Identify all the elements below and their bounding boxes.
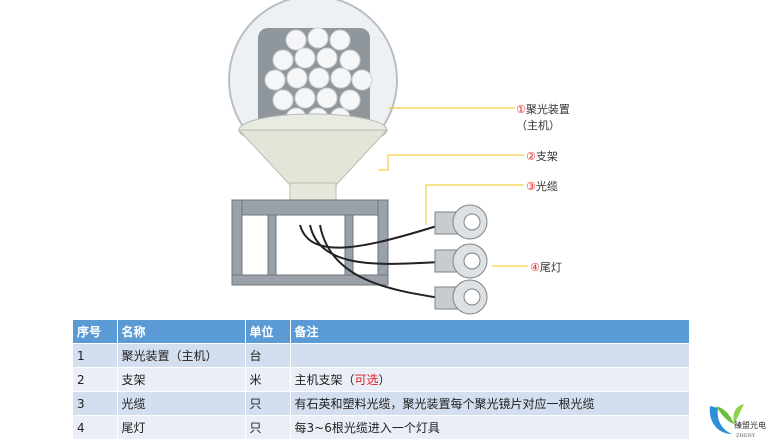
note-text: 主机支架（ <box>294 373 355 387</box>
cell-no: 2 <box>73 367 118 392</box>
cell-name: 支架 <box>117 367 246 392</box>
cell-name: 聚光装置（主机） <box>117 343 246 368</box>
note-text: ） <box>378 373 391 387</box>
tail-lamps <box>434 204 488 315</box>
fiber-cables <box>299 224 441 299</box>
funnel <box>237 129 389 186</box>
callout-1: ①聚光装置 （主机） <box>516 101 570 133</box>
callout-number: ③ <box>526 180 536 193</box>
svg-text:ZHENY: ZHENY <box>736 433 756 439</box>
cell-unit: 只 <box>245 391 291 416</box>
header-name: 名称 <box>117 320 246 344</box>
cell-unit: 台 <box>245 343 291 368</box>
callout-label: 聚光装置 <box>525 103 570 116</box>
table-row: 1 聚光装置（主机） 台 <box>73 343 690 368</box>
solar-lighting-system-illustration <box>228 0 528 315</box>
callout-number: ④ <box>530 261 540 274</box>
header-unit: 单位 <box>245 320 291 344</box>
table-header: 序号 名称 单位 备注 <box>73 320 690 344</box>
callout-label: 支架 <box>535 150 558 163</box>
callout-2: ②支架 <box>526 148 558 164</box>
cell-name: 尾灯 <box>117 415 246 439</box>
company-logo: 臻盟光电 ZHENY <box>709 404 766 439</box>
callout-4: ④尾灯 <box>530 259 562 275</box>
cell-note: 有石英和塑料光缆，聚光装置每个聚光镜片对应一根光缆 <box>290 391 690 416</box>
cell-no: 1 <box>73 343 118 368</box>
callout-lines <box>378 107 528 267</box>
header-note: 备注 <box>290 320 690 344</box>
cell-name: 光缆 <box>117 391 246 416</box>
cell-note: 主机支架（可选） <box>290 367 690 392</box>
lens-array <box>264 27 373 129</box>
callout-label-sub: （主机） <box>516 119 560 132</box>
table-row: 2 支架 米 主机支架（可选） <box>73 367 690 392</box>
callout-number: ② <box>526 150 536 163</box>
cell-note <box>290 343 690 368</box>
table-row: 3 光缆 只 有石英和塑料光缆，聚光装置每个聚光镜片对应一根光缆 <box>73 391 690 416</box>
svg-text:臻盟光电: 臻盟光电 <box>734 420 766 430</box>
cell-no: 3 <box>73 391 118 416</box>
header-no: 序号 <box>73 320 118 344</box>
components-table: 序号 名称 单位 备注 1 聚光装置（主机） 台 2 支架 米 主机支架（可选）… <box>73 320 690 439</box>
table-row: 4 尾灯 只 每3~6根光缆进入一个灯具 <box>73 415 690 439</box>
callout-label: 光缆 <box>535 180 558 193</box>
cell-note: 每3~6根光缆进入一个灯具 <box>290 415 690 439</box>
cell-unit: 米 <box>245 367 291 392</box>
bracket-frame <box>231 199 389 286</box>
callout-label: 尾灯 <box>539 261 562 274</box>
cell-no: 4 <box>73 415 118 439</box>
cell-unit: 只 <box>245 415 291 439</box>
optional-tag: 可选 <box>354 373 379 387</box>
callout-3: ③光缆 <box>526 178 558 194</box>
callout-number: ① <box>516 103 526 116</box>
